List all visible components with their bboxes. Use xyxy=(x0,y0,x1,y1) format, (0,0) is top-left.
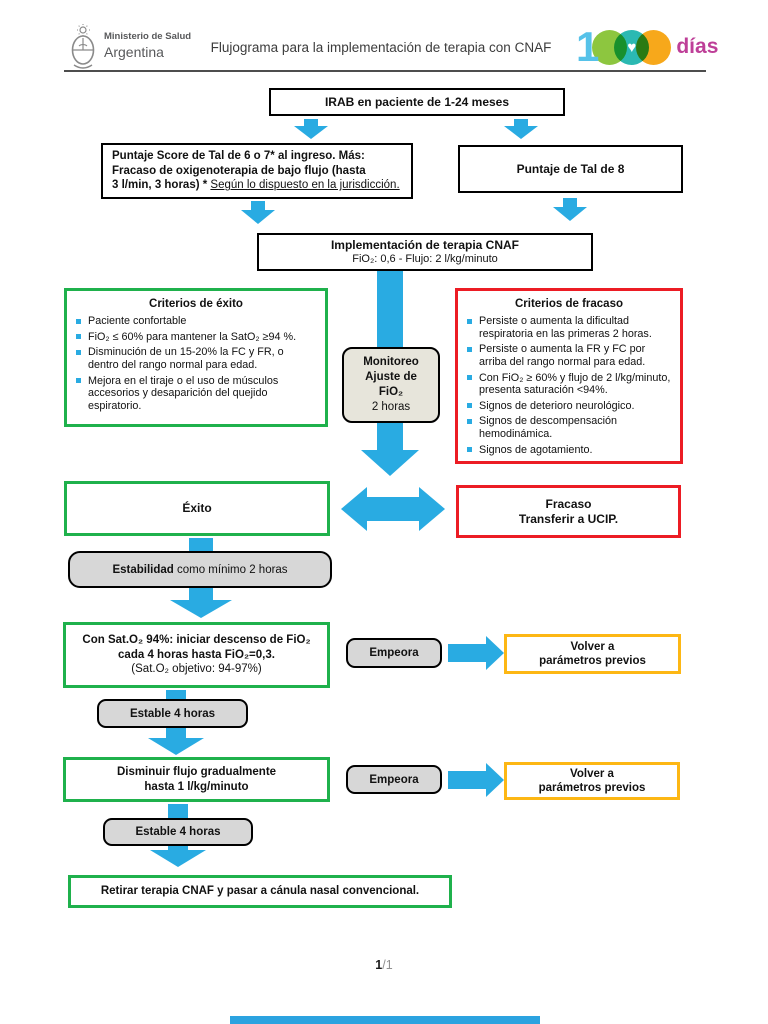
estable-text: Estable 4 horas xyxy=(135,826,221,838)
monitoreo-line1: Monitoreo xyxy=(363,356,419,369)
empeora-text: Empeora xyxy=(369,773,419,786)
criteria-item: Persiste o aumenta la FR y FC por arriba… xyxy=(466,343,672,368)
success-criteria-title: Criterios de éxito xyxy=(149,298,243,310)
withdraw-cnaf-box: Retirar terapia CNAF y pasar a cánula na… xyxy=(68,875,452,908)
mil-dias-logo: 1 ♥ días xyxy=(576,23,719,70)
page-number-total: /1 xyxy=(382,958,393,972)
criteria-item: Signos de descompensación hemodinámica. xyxy=(466,415,672,440)
worsens-box-2: Empeora xyxy=(346,765,442,794)
argentina-coat-of-arms-icon xyxy=(68,24,98,75)
exito-text: Éxito xyxy=(182,501,212,515)
retirar-text: Retirar terapia CNAF y pasar a cánula na… xyxy=(100,885,420,898)
tal67-line3-bold: 3 l/min, 3 horas) * xyxy=(112,179,211,192)
arrow-irab-to-tal67-icon xyxy=(294,119,328,139)
descenso-line3: (Sat.O₂ objetivo: 94-97%) xyxy=(131,663,262,676)
estable-text: Estable 4 horas xyxy=(129,707,215,720)
logo-digit-one: 1 xyxy=(576,23,600,70)
cnaf-implementation-box: Implementación de terapia CNAF FiO₂: 0,6… xyxy=(257,233,593,271)
tal-6-7-box: Puntaje Score de Tal de 6 o 7* al ingres… xyxy=(101,143,413,199)
criteria-item: Disminución de un 15-20% la FC y FR, o d… xyxy=(75,346,317,371)
failure-criteria-list: Persiste o aumenta la dificultad respira… xyxy=(466,315,672,456)
worsens-box-1: Empeora xyxy=(346,638,442,668)
arrow-tal67-to-cnaf-icon xyxy=(241,201,275,224)
tal67-line3: 3 l/min, 3 horas) * Según lo dispuesto e… xyxy=(112,178,400,192)
arrow-empeora-to-volver-2-icon xyxy=(448,763,504,797)
irab-box: IRAB en paciente de 1-24 meses xyxy=(269,88,565,116)
cnaf-title: Implementación de terapia CNAF xyxy=(330,237,520,252)
horizontal-scrollbar-thumb[interactable] xyxy=(230,1016,540,1024)
empeora-text: Empeora xyxy=(369,647,419,659)
page-title: Flujograma para la implementación de ter… xyxy=(210,40,552,55)
tal-8-box: Puntaje de Tal de 8 xyxy=(458,145,683,193)
fio2-descent-box: Con Sat.O₂ 94%: iniciar descenso de FiO₂… xyxy=(63,622,330,688)
tal67-line1: Puntaje Score de Tal de 6 o 7* al ingres… xyxy=(112,150,365,163)
stable-4h-box-2: Estable 4 horas xyxy=(103,818,253,846)
logo-dias-word: días xyxy=(676,35,719,58)
volver-line2: parámetros previos xyxy=(538,782,646,794)
return-previous-params-box-1: Volver a parámetros previos xyxy=(504,634,681,674)
arrow-empeora-to-volver-1-icon xyxy=(448,636,504,670)
failure-criteria-box: Criterios de fracaso Persiste o aumenta … xyxy=(455,288,683,464)
fracaso-line1: Fracaso xyxy=(545,496,592,511)
tal67-line2: Fracaso de oxigenoterapia de bajo flujo … xyxy=(112,164,366,177)
criteria-item: Persiste o aumenta la dificultad respira… xyxy=(466,315,672,340)
cnaf-subtitle: FiO₂: 0,6 - Flujo: 2 l/kg/minuto xyxy=(352,252,498,265)
ministry-country: Argentina xyxy=(104,43,164,60)
header-divider xyxy=(64,70,706,72)
estabilidad-rest: como mínimo 2 horas xyxy=(173,563,288,576)
criteria-item: Mejora en el tiraje o el uso de músculos… xyxy=(75,375,317,413)
tal67-jurisdiction-note: Según lo dispuesto en la jurisdicción. xyxy=(210,179,400,192)
disminuir-line1: Disminuir flujo gradualmente xyxy=(116,766,277,779)
stability-2h-box: Estabilidad como mínimo 2 horas xyxy=(68,551,332,588)
monitoring-box: Monitoreo Ajuste de FiO₂ 2 horas xyxy=(342,347,440,423)
volver-line1: Volver a xyxy=(570,767,614,780)
arrow-tal8-to-cnaf-icon xyxy=(553,198,587,221)
failure-box: Fracaso Transferir a UCIP. xyxy=(456,485,681,538)
success-box: Éxito xyxy=(64,481,330,536)
decrease-flow-box: Disminuir flujo gradualmente hasta 1 l/k… xyxy=(63,757,330,802)
criteria-item: Signos de agotamiento. xyxy=(466,444,672,457)
arrow-irab-to-tal8-icon xyxy=(504,119,538,139)
fracaso-line2: Transferir a UCIP. xyxy=(518,511,619,526)
tal8-text: Puntaje de Tal de 8 xyxy=(516,161,625,176)
volver-line2: parámetros previos xyxy=(539,655,646,667)
descenso-line1: Con Sat.O₂ 94%: iniciar descenso de FiO₂ xyxy=(82,634,311,647)
ministry-branding: Ministerio de Salud Argentina xyxy=(104,31,192,60)
double-arrow-exito-fracaso-icon xyxy=(341,487,445,531)
disminuir-line2: hasta 1 l/kg/minuto xyxy=(144,780,249,793)
logo-orange-circle-icon xyxy=(636,29,672,65)
failure-criteria-title: Criterios de fracaso xyxy=(514,298,623,310)
monitoreo-line4: 2 horas xyxy=(371,400,411,413)
descenso-line2: cada 4 horas hasta FiO₂=0,3. xyxy=(118,648,275,661)
criteria-item: Con FiO₂ ≥ 60% y flujo de 2 l/kg/minuto,… xyxy=(466,372,672,397)
estabilidad-bold: Estabilidad xyxy=(112,563,174,576)
monitoreo-line2: Ajuste de xyxy=(365,371,417,384)
criteria-item: FiO₂ ≤ 60% para mantener la SatO₂ ≥94 %. xyxy=(75,331,317,344)
return-previous-params-box-2: Volver a parámetros previos xyxy=(504,762,680,800)
criteria-item: Paciente confortable xyxy=(75,315,317,328)
page-number: 1/1 xyxy=(0,958,768,972)
ministry-name: Ministerio de Salud xyxy=(104,31,192,42)
stable-4h-box-1: Estable 4 horas xyxy=(97,699,248,728)
criteria-item: Signos de deterioro neurológico. xyxy=(466,400,672,413)
heart-icon: ♥ xyxy=(627,38,637,56)
estabilidad-text: Estabilidad como mínimo 2 horas xyxy=(112,564,287,576)
monitoreo-line3: FiO₂ xyxy=(378,386,404,398)
irab-text: IRAB en paciente de 1-24 meses xyxy=(324,94,510,109)
page-number-current: 1 xyxy=(375,958,383,972)
volver-line1: Volver a xyxy=(570,640,615,653)
